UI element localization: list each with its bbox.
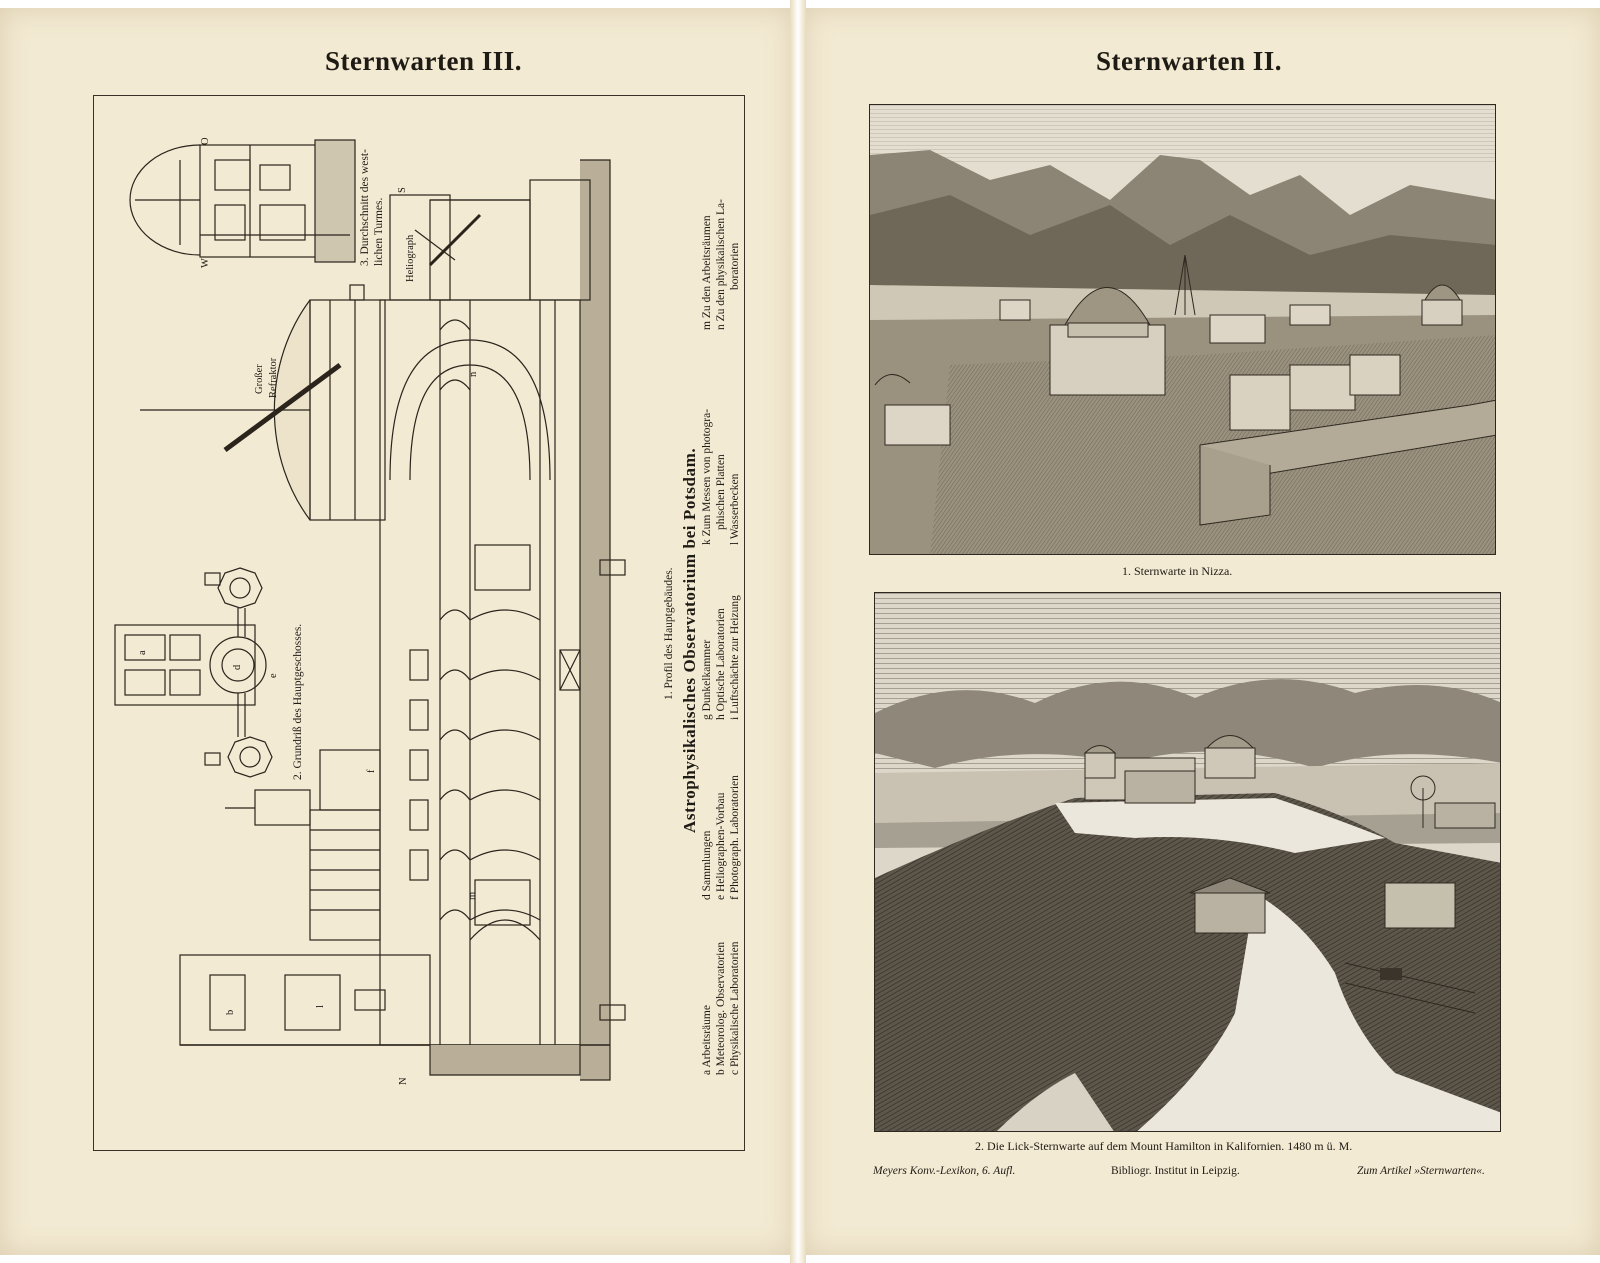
label-letter-S: S — [397, 187, 408, 193]
label-letter-e: e — [268, 673, 279, 678]
fig2-caption: 2. Grundriß des Hauptgeschosses. — [292, 623, 304, 780]
page-gutter — [790, 0, 806, 1263]
observatory-section-diagram — [114, 139, 626, 1081]
label-letter-a: a — [137, 650, 148, 655]
legend-item: n Zu den physikalischen La- — [715, 199, 727, 330]
caption-nice: 1. Sternwarte in Nizza. — [1122, 564, 1233, 578]
legend-item: boratorien — [729, 242, 741, 290]
legend-item: a Arbeitsräume — [701, 1005, 713, 1075]
legend-item: c Physikalische Laboratorien — [729, 941, 741, 1076]
legend-item: g Dunkelkammer — [701, 639, 713, 720]
footer-publication: Meyers Konv.-Lexikon, 6. Aufl. — [873, 1165, 1016, 1177]
fig3-caption-line2: lichen Turmes. — [373, 197, 385, 266]
legend-item: h Optische Laboratorien — [715, 608, 727, 720]
footer-article-ref: Zum Artikel »Sternwarten«. — [1357, 1165, 1485, 1177]
legend-item: m Zu den Arbeitsräumen — [701, 215, 713, 330]
legend-item: i Luftschächte zur Heizung — [729, 595, 741, 720]
fig3-caption-line1: 3. Durchschnitt des west- — [359, 149, 371, 266]
legend-item: b Meteorolog. Observatorien — [715, 941, 727, 1075]
engraving-lick-observatory — [874, 592, 1501, 1132]
label-letter-m: m — [467, 891, 478, 900]
legend-item: l Wasserbecken — [729, 473, 741, 545]
plate-main-title: Astrophysikalisches Observatorium bei Po… — [680, 447, 699, 833]
left-page-title: Sternwarten III. — [325, 46, 522, 76]
label-letter-N: N — [398, 1077, 409, 1085]
ground-plan — [114, 567, 273, 778]
right-page-title: Sternwarten II. — [1096, 46, 1282, 76]
legend-item: phischen Platten — [715, 454, 727, 530]
engraving-nice-observatory — [869, 104, 1496, 555]
legend-item: e Heliographen-Vorbau — [715, 792, 727, 900]
left-plate-frame — [93, 95, 745, 1151]
label-letter-d: d — [232, 664, 243, 670]
label-heliograph: Heliograph — [405, 234, 416, 282]
west-tower-section — [129, 139, 356, 263]
label-letter-n: n — [468, 371, 479, 377]
label-grosser-refraktor-2: Refraktor — [268, 357, 279, 398]
main-building-profile — [140, 159, 626, 1081]
caption-lick: 2. Die Lick-Sternwarte auf dem Mount Ham… — [975, 1139, 1353, 1153]
label-letter-b: b — [225, 1009, 236, 1015]
label-grosser-refraktor-1: Großer — [254, 364, 265, 394]
legend-item: f Photograph. Laboratorien — [729, 775, 741, 900]
label-letter-O: O — [200, 137, 211, 145]
legend-item: k Zum Messen von photogra- — [701, 408, 713, 545]
label-letter-l: l — [315, 1005, 326, 1008]
fig1-caption: 1. Profil des Hauptgebäudes. — [663, 567, 675, 700]
footer-publisher: Bibliogr. Institut in Leipzig. — [1111, 1165, 1240, 1177]
legend-item: d Sammlungen — [701, 830, 713, 900]
label-letter-W: W — [200, 258, 211, 268]
label-letter-f: f — [366, 769, 377, 774]
